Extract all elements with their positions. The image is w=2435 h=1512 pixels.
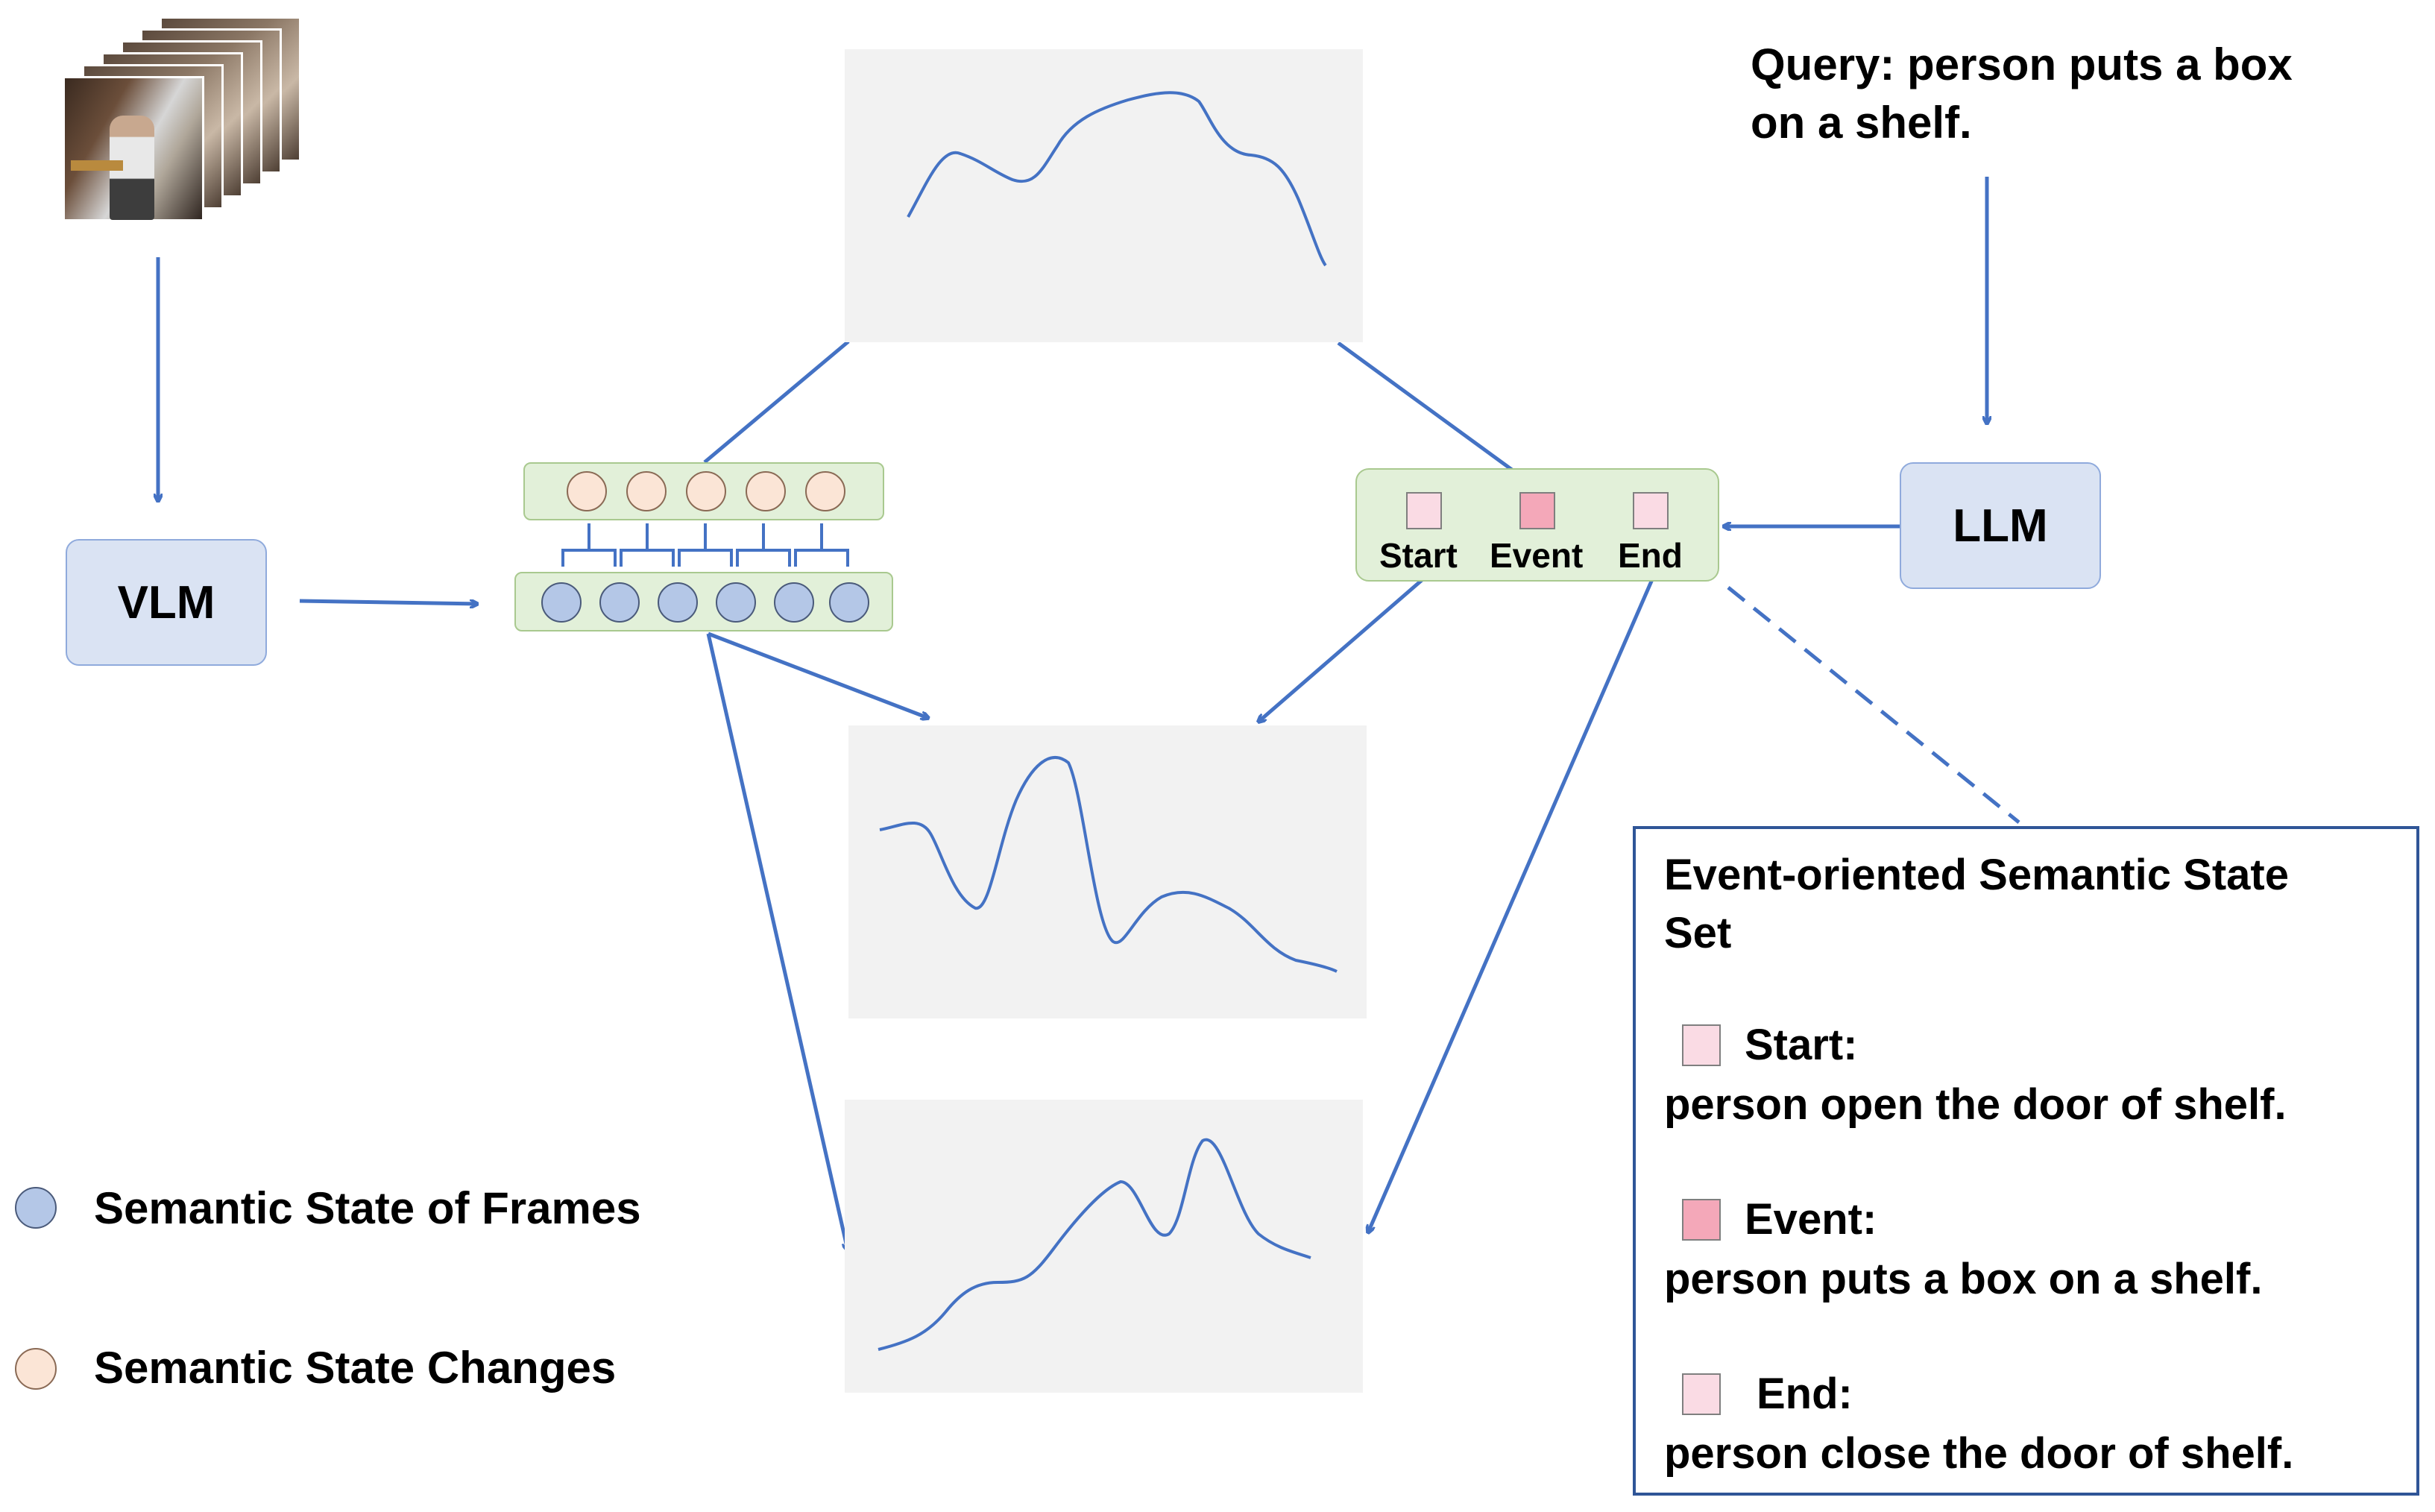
similarity-plot-bottom [845, 1100, 1363, 1393]
legend-frame-state-label: Semantic State of Frames [94, 1183, 641, 1233]
frame-state-node [774, 582, 814, 623]
frame-state-node [599, 582, 640, 623]
video-frame-front [63, 76, 204, 221]
state-set-start-label: Start: [1745, 1021, 1858, 1069]
state-set-end-swatch [1682, 1373, 1721, 1415]
state-set-title-line-2: Set [1664, 909, 1732, 957]
state-change-node [626, 471, 667, 511]
legend-state-change-swatch [15, 1348, 57, 1390]
frame-state-node [658, 582, 698, 623]
start-token-label: Start [1379, 536, 1458, 575]
arrow-states-to-bottom-plot [706, 633, 848, 1250]
curve-middle [879, 756, 1338, 973]
frame-states-bar [514, 572, 893, 631]
state-set-event-swatch [1682, 1199, 1721, 1241]
state-set-start-swatch [1682, 1024, 1721, 1066]
state-set-end-desc: person close the door of shelf. [1664, 1429, 2294, 1478]
vlm-label: VLM [117, 576, 215, 629]
start-token [1406, 492, 1442, 529]
curve-top [907, 91, 1327, 267]
end-token [1633, 492, 1669, 529]
query-line-2: on a shelf. [1751, 98, 1972, 148]
state-set-event-label: Event: [1745, 1195, 1877, 1244]
state-set-end-label: End: [1757, 1370, 1853, 1418]
legend-state-change-label: Semantic State Changes [94, 1343, 617, 1393]
frame-state-node [716, 582, 756, 623]
vlm-node: VLM [66, 539, 267, 666]
curve-bottom [878, 1138, 1311, 1351]
semantic-state-set-panel: Event-oriented Semantic State Set Start:… [1633, 826, 2419, 1496]
line-states-to-top-plot [703, 340, 850, 464]
similarity-plot-top [845, 49, 1363, 342]
state-set-start-desc: person open the door of shelf. [1664, 1080, 2287, 1129]
frame-pair-brackets [561, 523, 849, 567]
legend-frame-state-swatch [15, 1187, 57, 1229]
similarity-plot-middle [848, 725, 1367, 1018]
arrow-end-to-bottom-plot [1368, 577, 1655, 1232]
state-set-title-line-1: Event-oriented Semantic State [1664, 851, 2289, 899]
event-token-label: Event [1490, 536, 1584, 575]
llm-node: LLM [1900, 462, 2101, 589]
box-figure [71, 160, 123, 171]
frame-state-node [541, 582, 582, 623]
dashed-link-to-state-set [1727, 586, 2020, 824]
end-token-label: End [1618, 536, 1683, 575]
frame-state-node [829, 582, 869, 623]
state-changes-bar [523, 462, 884, 520]
state-change-node [686, 471, 726, 511]
arrow-start-to-mid-plot [1259, 575, 1428, 722]
state-change-node [746, 471, 786, 511]
video-frames [63, 16, 309, 221]
arrow-vlm-to-states [299, 599, 477, 604]
state-set-event-desc: person puts a box on a shelf. [1664, 1255, 2263, 1303]
line-top-plot-to-event [1337, 341, 1536, 488]
llm-label: LLM [1953, 500, 2048, 552]
query-line-1: Query: person puts a box [1751, 40, 2293, 89]
event-token [1519, 492, 1555, 529]
arrow-states-to-mid-plot [708, 631, 928, 718]
state-change-node [805, 471, 845, 511]
event-tokens-bar: Start Event End [1355, 468, 1719, 582]
state-change-node [567, 471, 607, 511]
